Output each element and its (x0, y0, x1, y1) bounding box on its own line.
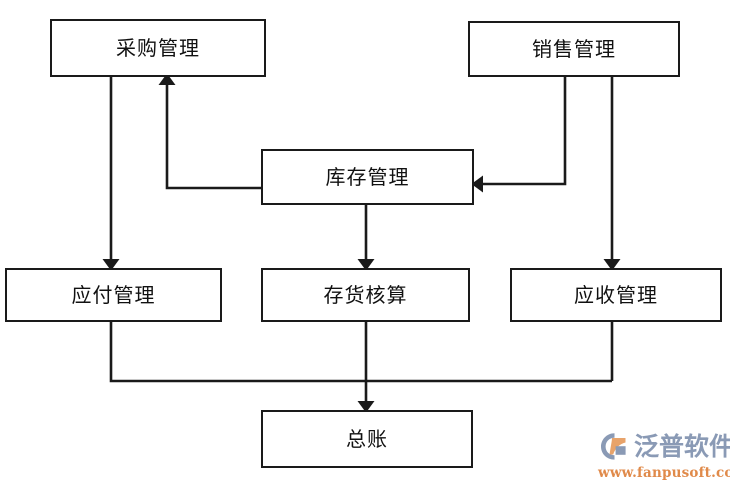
edge-sales-to-inventory (471, 77, 567, 193)
node-accounts-receivable-management[interactable]: 应收管理 (510, 268, 722, 322)
node-label: 库存管理 (325, 165, 410, 189)
edge-payable-to-bus (109, 322, 612, 383)
node-inventory-costing[interactable]: 存货核算 (261, 268, 470, 322)
node-inventory-management[interactable]: 库存管理 (261, 149, 474, 205)
node-general-ledger[interactable]: 总账 (261, 410, 473, 468)
node-label: 采购管理 (116, 36, 200, 60)
node-label: 应收管理 (574, 283, 658, 307)
node-label: 总账 (346, 427, 388, 451)
node-sales-management[interactable]: 销售管理 (468, 21, 680, 77)
node-label: 销售管理 (532, 37, 616, 61)
node-label: 应付管理 (71, 283, 156, 307)
node-accounts-payable-management[interactable]: 应付管理 (5, 268, 222, 322)
node-label: 存货核算 (323, 283, 408, 307)
node-purchase-management[interactable]: 采购管理 (50, 19, 266, 77)
edge-inventory-to-purchase (158, 73, 261, 190)
